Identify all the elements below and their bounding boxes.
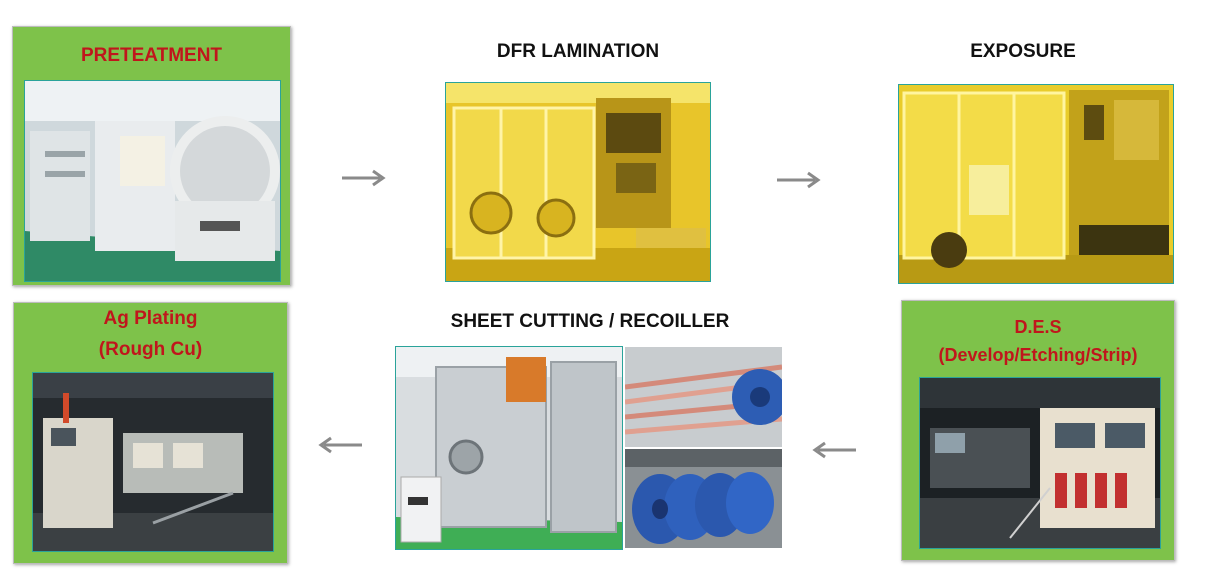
flow-arrow-left-1: [812, 441, 856, 459]
step-des-panel: D.E.S (Develop/Etching/Strip): [901, 300, 1175, 561]
exposure-photo: [898, 84, 1174, 284]
flow-arrow-right-1: [342, 169, 386, 187]
step-pretreatment-panel: PRETEATMENT: [12, 26, 291, 286]
step-ag-plating-panel: Ag Plating (Rough Cu): [13, 302, 288, 564]
recoiller-strips-photo: [625, 347, 782, 447]
step-sheet-title: SHEET CUTTING / RECOILLER: [450, 311, 730, 332]
flow-arrow-right-2: [777, 171, 821, 189]
step-des-title-line1: D.E.S: [1014, 317, 1062, 337]
step-dfr-title: DFR LAMINATION: [496, 41, 660, 62]
flow-arrow-left-2: [318, 436, 362, 454]
dfr-lamination-photo: [445, 82, 711, 282]
des-photo: [919, 377, 1161, 549]
recoiller-reels-photo: [625, 449, 782, 548]
step-des-title-line2: (Develop/Etching/Strip): [938, 345, 1138, 365]
step-pretreatment-title: PRETEATMENT: [80, 45, 223, 66]
sheet-cutting-photo: [395, 346, 623, 550]
step-ag-title-line2: (Rough Cu): [98, 339, 203, 360]
step-exposure-title: EXPOSURE: [970, 41, 1076, 62]
pretreatment-photo: [24, 80, 281, 282]
step-ag-title-line1: Ag Plating: [103, 308, 198, 329]
ag-plating-photo: [32, 372, 274, 552]
